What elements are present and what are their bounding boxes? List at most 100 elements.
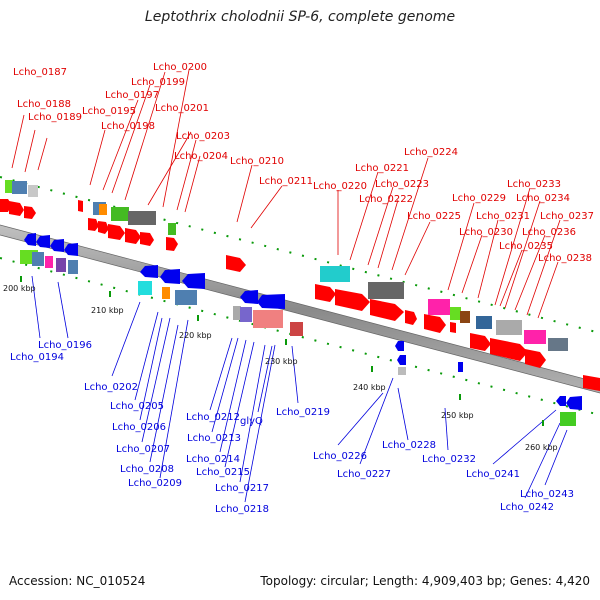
gene-label[interactable]: Lcho_0242 (500, 502, 554, 513)
gene-label[interactable]: Lcho_0201 (155, 103, 209, 114)
gene-arrow (166, 237, 178, 251)
gene-label[interactable]: Lcho_0238 (538, 253, 592, 264)
gene-arrow (88, 218, 99, 231)
gene-label[interactable]: Lcho_0234 (516, 193, 570, 204)
gene-arrow (315, 284, 336, 302)
gene-label[interactable]: Lcho_0227 (337, 469, 391, 480)
gene-label[interactable]: Lcho_0200 (153, 62, 207, 73)
gene-block (45, 256, 53, 268)
gene-label[interactable]: Lcho_0205 (110, 401, 164, 412)
gene-block (253, 310, 283, 328)
gene-block (138, 281, 152, 295)
gene-block (5, 180, 13, 193)
gene-label[interactable]: Lcho_0225 (407, 211, 461, 222)
map-title: Leptothrix cholodnii SP-6, complete geno… (144, 9, 456, 25)
gene-label[interactable]: Lcho_0195 (82, 106, 136, 117)
gene-label[interactable]: Lcho_0241 (466, 469, 520, 480)
gene-arrow (50, 239, 64, 252)
gene-block (168, 223, 176, 235)
gene-block (476, 316, 492, 329)
gene-label[interactable]: Lcho_0214 (186, 454, 240, 465)
gene-label[interactable]: Lcho_0236 (522, 227, 576, 238)
axis-tick-label: 200 kbp (3, 284, 36, 293)
gene-arrow (24, 233, 36, 246)
gene-label[interactable]: Lcho_0228 (382, 440, 436, 451)
gene-label[interactable]: Lcho_0229 (452, 193, 506, 204)
genome-summary-text: Topology: circular; Length: 4,909,403 bp… (260, 574, 590, 588)
gene-label[interactable]: Lcho_0194 (10, 352, 64, 363)
gene-arrow (108, 224, 125, 240)
gene-label[interactable]: Lcho_0220 (313, 181, 367, 192)
gene-label[interactable]: glyQ (240, 416, 263, 427)
gene-block (56, 258, 66, 272)
gene-arrow (566, 396, 582, 410)
gene-arrow (470, 333, 491, 351)
gene-label[interactable]: Lcho_0211 (259, 176, 313, 187)
gene-arrow (395, 341, 404, 351)
gene-label[interactable]: Lcho_0217 (215, 483, 269, 494)
gene-label[interactable]: Lcho_0243 (520, 489, 574, 500)
gene-block (162, 287, 170, 299)
gene-arrow (226, 255, 246, 272)
gene-arrow (240, 290, 258, 304)
gene-arrow (125, 228, 141, 244)
gene-label[interactable]: Lcho_0209 (128, 478, 182, 489)
gene-label[interactable]: Lcho_0230 (459, 227, 513, 238)
bottom-gene-labels: Lcho_0194 Lcho_0196 Lcho_0202 Lcho_0205 … (10, 340, 574, 515)
gene-block (12, 181, 27, 194)
gene-block (99, 204, 107, 215)
gene-arrow (424, 314, 446, 333)
gene-block (428, 299, 450, 315)
gene-label[interactable]: Lcho_0199 (131, 77, 185, 88)
gene-block (111, 207, 129, 221)
gene-arrow (525, 349, 546, 368)
gene-label[interactable]: Lcho_0237 (540, 211, 594, 222)
gene-label[interactable]: Lcho_0196 (38, 340, 92, 351)
upper-annotation-blocks (5, 180, 568, 351)
gene-label[interactable]: Lcho_0231 (476, 211, 530, 222)
gene-block (496, 320, 522, 335)
gene-label[interactable]: Lcho_0204 (174, 151, 228, 162)
axis-tick-label: 220 kbp (179, 331, 212, 340)
gene-label[interactable]: Lcho_0210 (230, 156, 284, 167)
gene-label[interactable]: Lcho_0203 (176, 131, 230, 142)
gene-label[interactable]: Lcho_0235 (499, 241, 553, 252)
gene-label[interactable]: Lcho_0215 (196, 467, 250, 478)
gene-label[interactable]: Lcho_0202 (84, 382, 138, 393)
axis-tick-label: 250 kbp (441, 411, 474, 420)
axis-tick-label: 260 kbp (525, 443, 558, 452)
accession-text: Accession: NC_010524 (9, 574, 146, 588)
gene-label[interactable]: Lcho_0206 (112, 422, 166, 433)
gene-label[interactable]: Lcho_0189 (28, 112, 82, 123)
gene-block (460, 311, 470, 323)
gene-label[interactable]: Lcho_0219 (276, 407, 330, 418)
gene-block (398, 367, 406, 375)
gene-label[interactable]: Lcho_0218 (215, 504, 269, 515)
gene-arrow (370, 299, 404, 321)
gene-arrow (335, 289, 370, 311)
gene-arrow (9, 201, 24, 216)
gene-block (240, 307, 252, 322)
gene-block (128, 211, 156, 225)
gene-label[interactable]: Lcho_0213 (187, 433, 241, 444)
gene-block (368, 282, 404, 299)
gene-arrow (98, 221, 109, 234)
gene-label[interactable]: Lcho_0232 (422, 454, 476, 465)
gene-label[interactable]: Lcho_0233 (507, 179, 561, 190)
gene-label[interactable]: Lcho_0198 (101, 121, 155, 132)
gene-label[interactable]: Lcho_0222 (359, 194, 413, 205)
gene-label[interactable]: Lcho_0188 (17, 99, 71, 110)
gene-label[interactable]: Lcho_0212 (186, 412, 240, 423)
gene-label[interactable]: Lcho_0208 (120, 464, 174, 475)
gene-label[interactable]: Lcho_0224 (404, 147, 458, 158)
gene-label[interactable]: Lcho_0207 (116, 444, 170, 455)
gene-label[interactable]: Lcho_0221 (355, 163, 409, 174)
gene-arrow (450, 322, 456, 333)
gene-arrow (78, 200, 83, 212)
gene-label[interactable]: Lcho_0223 (375, 179, 429, 190)
gene-label[interactable]: Lcho_0187 (13, 67, 67, 78)
gene-label[interactable]: Lcho_0226 (313, 451, 367, 462)
gene-block (560, 412, 576, 426)
gene-label[interactable]: Lcho_0197 (105, 90, 159, 101)
